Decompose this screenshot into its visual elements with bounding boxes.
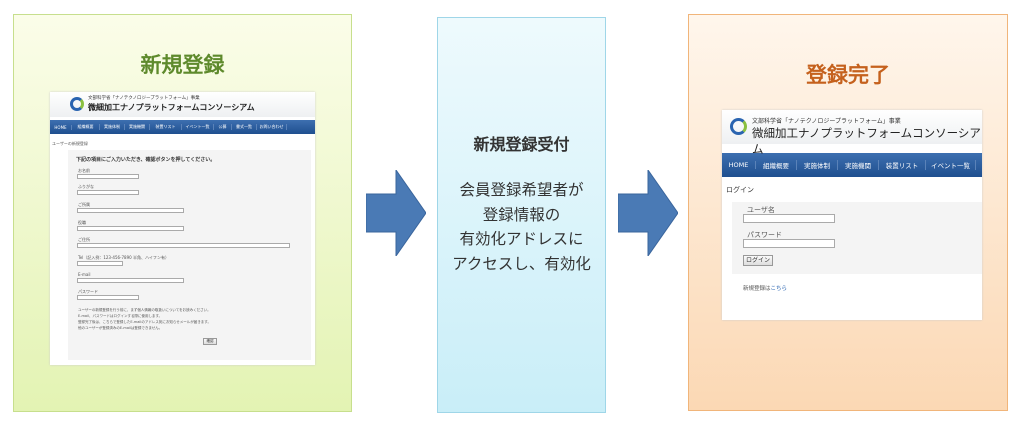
nav-item[interactable]: お問い合わせ <box>257 124 287 130</box>
note: 登録完了後は、こちらで登録したE-mailのアドレス宛にお知らせメールが届きます… <box>78 320 211 324</box>
right-arrow-icon <box>618 170 678 256</box>
site-nav: HOME 組織概要 実施体制 実施機関 装置リスト イベント一覧 公募 書式一覧… <box>50 120 315 134</box>
nav-item[interactable]: 組織概要 <box>72 124 100 130</box>
consortium-logo-icon <box>70 97 84 111</box>
site-name: 微細加工ナノプラットフォームコンソーシアム <box>88 103 255 112</box>
field-label: お名前 <box>78 168 90 173</box>
field-label: ふりがな <box>78 184 94 189</box>
field-label: パスワード <box>78 289 98 294</box>
username-label: ユーザ名 <box>747 206 775 214</box>
password-input[interactable] <box>77 295 139 300</box>
step-accept-panel: 新規登録受付 会員登録希望者が 登録情報の 有効化アドレスに アクセスし、有効化 <box>437 17 606 413</box>
nav-item[interactable]: 装置リスト <box>879 160 926 170</box>
login-form: ユーザ名 パスワード ログイン <box>732 202 982 274</box>
nav-item[interactable]: 組織概要 <box>756 160 797 170</box>
note: E-mail、パスワードはログインする際に使用します。 <box>78 314 163 318</box>
form-instruction: 下記の項目にご入力いただき、確認ボタンを押してください。 <box>76 157 216 163</box>
nav-item[interactable]: イベント一覧 <box>182 124 214 130</box>
nav-item[interactable]: イベント一覧 <box>926 160 976 170</box>
tel-input[interactable] <box>77 261 123 266</box>
nav-item[interactable]: 装置リスト <box>150 124 182 130</box>
desc-line: 会員登録希望者が <box>459 181 584 199</box>
login-heading: ログイン <box>726 186 754 194</box>
nav-item[interactable]: 実施体制 <box>100 124 125 130</box>
right-arrow-icon <box>366 170 426 256</box>
nav-item[interactable]: 公募 <box>214 124 232 130</box>
password-label: パスワード <box>747 231 782 239</box>
confirm-button[interactable]: 確認 <box>203 338 217 345</box>
register-form: 下記の項目にご入力いただき、確認ボタンを押してください。 お名前 ふりがな ご所… <box>68 150 311 360</box>
nav-item[interactable]: 実施機関 <box>838 160 879 170</box>
username-input[interactable] <box>743 214 835 223</box>
nav-item[interactable]: 実施機関 <box>125 124 150 130</box>
address-input[interactable] <box>77 243 290 248</box>
note: ユーザーの新規登録を行う前に、まず個人情報の取扱いについてをお読みください。 <box>78 308 211 312</box>
nav-item[interactable]: HOME <box>722 161 756 169</box>
desc-line: 有効化アドレスに <box>459 230 584 248</box>
affiliation-input[interactable] <box>77 208 184 213</box>
login-button[interactable]: ログイン <box>743 255 773 266</box>
nav-item[interactable]: 実施体制 <box>797 160 838 170</box>
breadcrumb: ユーザーの新規登録 <box>52 141 88 146</box>
furigana-input[interactable] <box>77 190 139 195</box>
nav-item[interactable]: 書式一覧 <box>232 124 257 130</box>
field-label: Tel（記入例：123-456-7890 半角、ハイフン有） <box>78 255 169 260</box>
step-title: 登録完了 <box>806 63 890 87</box>
step-description: 会員登録希望者が 登録情報の 有効化アドレスに アクセスし、有効化 <box>438 178 605 276</box>
field-label: 役職 <box>78 220 86 225</box>
consortium-logo-icon <box>730 118 747 135</box>
name-input[interactable] <box>77 174 139 179</box>
register-link-text: 新規登録はこちら <box>743 284 787 292</box>
register-screenshot: 文部科学省「ナノテクノロジープラットフォーム」事業 微細加工ナノプラットフォーム… <box>50 92 315 365</box>
site-name: 微細加工ナノプラットフォームコンソーシアム <box>752 126 981 156</box>
step-title: 新規登録 <box>140 53 225 77</box>
note: 他のユーザーが登録済みのE-mailは登録できません。 <box>78 326 163 330</box>
site-subtitle: 文部科学省「ナノテクノロジープラットフォーム」事業 <box>88 96 200 101</box>
desc-line: アクセスし、有効化 <box>452 254 591 273</box>
email-input[interactable] <box>77 278 184 283</box>
field-label: ご所属 <box>78 202 90 207</box>
login-screenshot: 文部科学省「ナノテクノロジープラットフォーム」事業 微細加工ナノプラットフォーム… <box>722 110 982 320</box>
desc-line: 登録情報の <box>482 205 561 224</box>
step-title: 新規登録受付 <box>473 135 570 154</box>
nav-item[interactable]: HOME <box>50 124 72 130</box>
field-label: E-mail <box>78 272 91 277</box>
register-link[interactable]: こちら <box>770 286 788 292</box>
position-input[interactable] <box>77 226 184 231</box>
site-header: 文部科学省「ナノテクノロジープラットフォーム」事業 微細加工ナノプラットフォーム… <box>722 110 982 156</box>
register-prefix: 新規登録は <box>743 286 771 292</box>
site-subtitle: 文部科学省「ナノテクノロジープラットフォーム」事業 <box>752 118 901 125</box>
password-input[interactable] <box>743 239 835 248</box>
site-header: 文部科学省「ナノテクノロジープラットフォーム」事業 微細加工ナノプラットフォーム… <box>50 92 315 117</box>
site-nav: HOME 組織概要 実施体制 実施機関 装置リスト イベント一覧 <box>722 153 982 177</box>
field-label: ご住所 <box>78 237 90 242</box>
